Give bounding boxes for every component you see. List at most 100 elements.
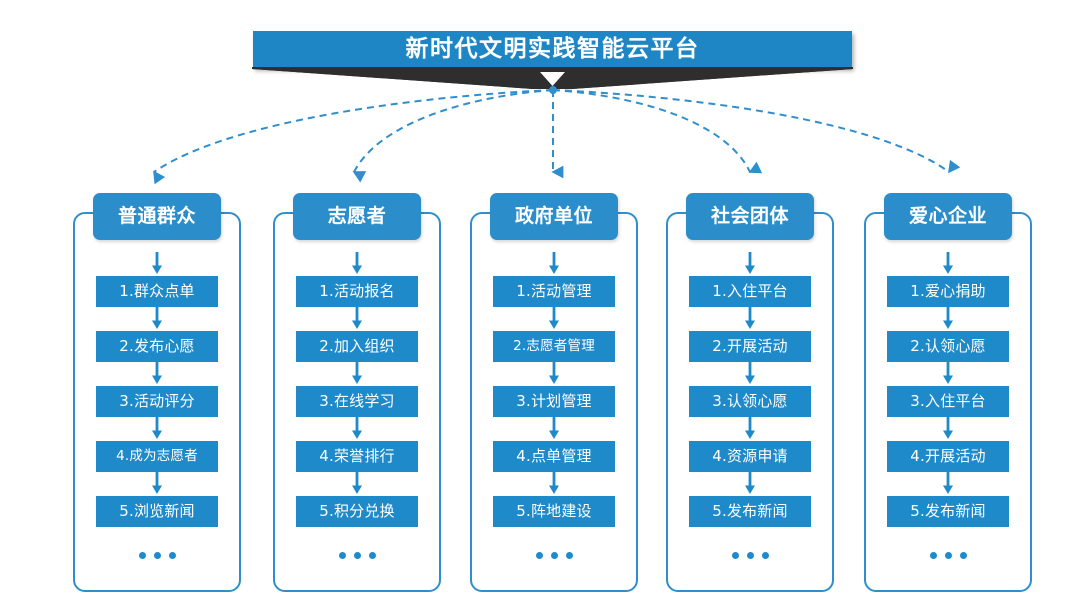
column-4-item-5[interactable]: 5.发布新闻	[689, 496, 811, 527]
column-1-item-4[interactable]: 4.成为志愿者	[96, 441, 218, 472]
item-label: 2.发布心愿	[119, 337, 195, 355]
column-header-2[interactable]: 志愿者	[293, 193, 421, 240]
column-2-ellipsis	[273, 538, 441, 572]
item-label: 3.在线学习	[319, 392, 395, 410]
item-label: 4.成为志愿者	[116, 447, 198, 464]
down-arrow-icon	[666, 417, 834, 441]
item-label: 4.点单管理	[516, 447, 592, 465]
ellipsis-dot	[353, 551, 361, 559]
column-header-label: 爱心企业	[908, 205, 987, 227]
down-arrow-icon	[73, 362, 241, 386]
item-label: 1.群众点单	[119, 282, 195, 300]
down-arrow-icon	[470, 417, 638, 441]
column-4: 1.入住平台 2.开展活动 3.认领心愿 4.资源申请 5.发布新闻 社会团体	[666, 193, 834, 592]
down-arrow-icon	[864, 417, 1032, 441]
column-3-ellipsis	[470, 538, 638, 572]
item-label: 3.认领心愿	[712, 392, 788, 410]
column-3-item-5[interactable]: 5.阵地建设	[493, 496, 615, 527]
ellipsis-dot	[368, 551, 376, 559]
column-1-item-2[interactable]: 2.发布心愿	[96, 331, 218, 362]
down-arrow-icon	[273, 252, 441, 276]
column-2-item-4[interactable]: 4.荣誉排行	[296, 441, 418, 472]
ellipsis-dot	[550, 551, 558, 559]
column-4-item-4[interactable]: 4.资源申请	[689, 441, 811, 472]
down-arrow-icon	[470, 252, 638, 276]
item-label: 3.计划管理	[516, 392, 592, 410]
column-1-item-3[interactable]: 3.活动评分	[96, 386, 218, 417]
down-arrow-icon	[470, 307, 638, 331]
column-3: 1.活动管理 2.志愿者管理 3.计划管理 4.点单管理 5.阵地建设 政府单位	[470, 193, 638, 592]
ellipsis-dot	[959, 551, 967, 559]
item-label: 1.入住平台	[712, 282, 788, 300]
ellipsis-dot	[535, 551, 543, 559]
column-4-ellipsis	[666, 538, 834, 572]
down-arrow-icon	[864, 252, 1032, 276]
column-body: 1.爱心捐助 2.认领心愿 3.入住平台 4.开展活动 5.发布新闻	[864, 252, 1032, 572]
column-header-label: 志愿者	[327, 205, 387, 227]
ellipsis-dot	[761, 551, 769, 559]
ellipsis-dot	[338, 551, 346, 559]
down-arrow-icon	[273, 307, 441, 331]
ellipsis-dot	[138, 551, 146, 559]
column-4-item-3[interactable]: 3.认领心愿	[689, 386, 811, 417]
down-arrow-icon	[73, 417, 241, 441]
item-label: 5.发布新闻	[910, 502, 986, 520]
item-label: 4.资源申请	[712, 447, 788, 465]
column-5-item-4[interactable]: 4.开展活动	[887, 441, 1009, 472]
item-label: 5.积分兑换	[319, 502, 395, 520]
item-label: 1.活动管理	[516, 282, 592, 300]
column-3-item-3[interactable]: 3.计划管理	[493, 386, 615, 417]
down-arrow-icon	[470, 472, 638, 496]
down-arrow-icon	[470, 362, 638, 386]
column-2: 1.活动报名 2.加入组织 3.在线学习 4.荣誉排行 5.积分兑换 志愿者	[273, 193, 441, 592]
column-header-4[interactable]: 社会团体	[686, 193, 814, 240]
column-1-item-1[interactable]: 1.群众点单	[96, 276, 218, 307]
column-5-item-1[interactable]: 1.爱心捐助	[887, 276, 1009, 307]
item-label: 2.加入组织	[319, 337, 395, 355]
column-1-ellipsis	[73, 538, 241, 572]
down-arrow-icon	[73, 307, 241, 331]
column-2-item-2[interactable]: 2.加入组织	[296, 331, 418, 362]
item-label: 2.认领心愿	[910, 337, 986, 355]
down-arrow-icon	[73, 252, 241, 276]
column-3-item-4[interactable]: 4.点单管理	[493, 441, 615, 472]
platform-title-bar: 新时代文明实践智能云平台	[253, 31, 852, 68]
item-label: 4.荣誉排行	[319, 447, 395, 465]
column-2-item-3[interactable]: 3.在线学习	[296, 386, 418, 417]
column-4-item-2[interactable]: 2.开展活动	[689, 331, 811, 362]
column-2-item-1[interactable]: 1.活动报名	[296, 276, 418, 307]
column-2-item-5[interactable]: 5.积分兑换	[296, 496, 418, 527]
column-1-item-5[interactable]: 5.浏览新闻	[96, 496, 218, 527]
item-label: 5.发布新闻	[712, 502, 788, 520]
column-body: 1.入住平台 2.开展活动 3.认领心愿 4.资源申请 5.发布新闻	[666, 252, 834, 572]
down-arrow-icon	[864, 472, 1032, 496]
down-arrow-icon	[273, 472, 441, 496]
column-body: 1.群众点单 2.发布心愿 3.活动评分 4.成为志愿者 5.浏览新闻	[73, 252, 241, 572]
down-arrow-icon	[864, 362, 1032, 386]
item-label: 3.活动评分	[119, 392, 195, 410]
column-5-item-2[interactable]: 2.认领心愿	[887, 331, 1009, 362]
column-header-label: 普通群众	[117, 205, 196, 227]
item-label: 2.志愿者管理	[513, 337, 595, 354]
column-body: 1.活动报名 2.加入组织 3.在线学习 4.荣誉排行 5.积分兑换	[273, 252, 441, 572]
down-arrow-icon	[666, 252, 834, 276]
platform-title-banner: 新时代文明实践智能云平台	[252, 31, 853, 89]
column-header-label: 社会团体	[710, 205, 789, 227]
column-5-item-5[interactable]: 5.发布新闻	[887, 496, 1009, 527]
item-label: 2.开展活动	[712, 337, 788, 355]
item-label: 5.浏览新闻	[119, 502, 195, 520]
column-5-ellipsis	[864, 538, 1032, 572]
banner-chevron-shadow	[252, 67, 853, 89]
column-3-item-2[interactable]: 2.志愿者管理	[493, 331, 615, 362]
item-label: 4.开展活动	[910, 447, 986, 465]
down-arrow-icon	[666, 472, 834, 496]
ellipsis-dot	[565, 551, 573, 559]
column-header-3[interactable]: 政府单位	[490, 193, 618, 240]
column-header-5[interactable]: 爱心企业	[884, 193, 1012, 240]
column-5-item-3[interactable]: 3.入住平台	[887, 386, 1009, 417]
column-3-item-1[interactable]: 1.活动管理	[493, 276, 615, 307]
column-4-item-1[interactable]: 1.入住平台	[689, 276, 811, 307]
column-header-label: 政府单位	[514, 205, 593, 227]
ellipsis-dot	[153, 551, 161, 559]
column-header-1[interactable]: 普通群众	[93, 193, 221, 240]
